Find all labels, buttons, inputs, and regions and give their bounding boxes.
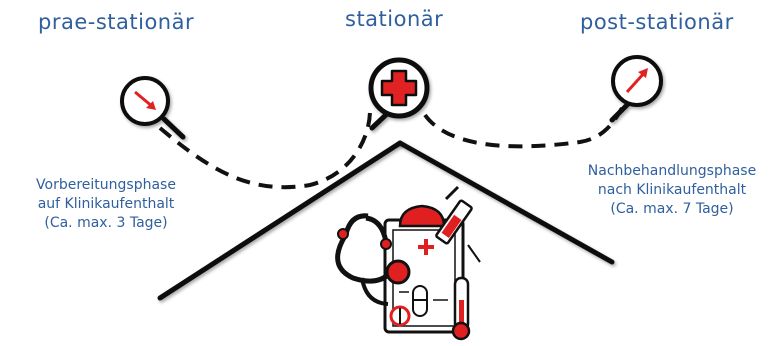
dashed-path-right — [425, 108, 622, 146]
phase-title-stationaer: stationär — [345, 7, 443, 31]
thermometer-icon — [453, 278, 469, 339]
phase-description-prae: Vorbereitungsphase auf Klinikaufenthalt … — [8, 176, 204, 233]
stationaer-magnifier-icon — [371, 60, 427, 128]
phase-description-line: Nachbehandlungsphase — [574, 162, 770, 181]
phase-title-post: post-stationär — [580, 10, 734, 34]
phase-description-line: nach Klinikaufenthalt — [574, 181, 770, 200]
prae-magnifier-icon — [122, 78, 183, 137]
post-magnifier-icon — [612, 57, 661, 120]
phase-description-line: Vorbereitungsphase — [8, 176, 204, 195]
medical-equipment-icon — [338, 187, 480, 339]
phase-title-prae: prae-stationär — [38, 10, 194, 34]
phase-description-line: (Ca. max. 7 Tage) — [574, 200, 770, 219]
phase-description-line: auf Klinikaufenthalt — [8, 195, 204, 214]
phase-description-line: (Ca. max. 3 Tage) — [8, 214, 204, 233]
phase-description-post: Nachbehandlungsphase nach Klinikaufentha… — [574, 162, 770, 219]
